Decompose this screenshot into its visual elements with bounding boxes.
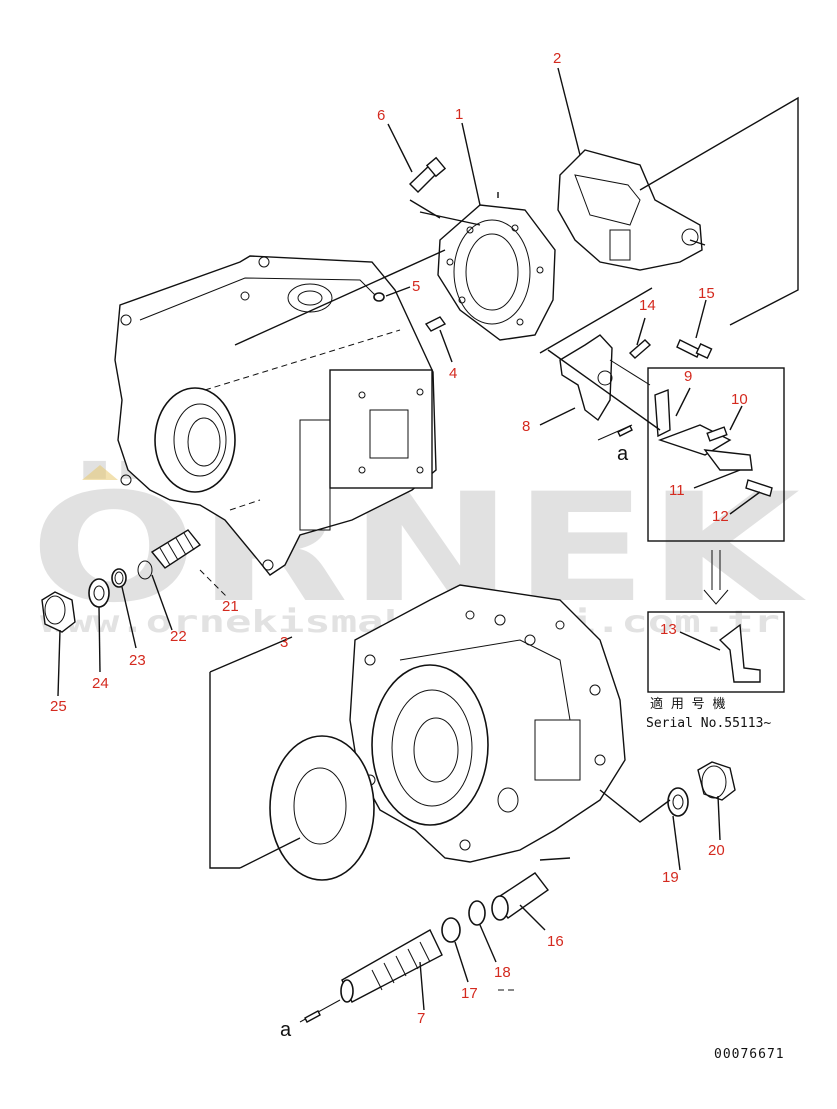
view-marker-upper	[597, 424, 633, 441]
pin-part-4	[424, 316, 447, 332]
callout-3: 3	[280, 634, 288, 651]
callout-6: 6	[377, 107, 385, 124]
callout-22: 22	[170, 628, 187, 645]
callout-8: 8	[522, 418, 530, 435]
adjusting-screw-part-7	[340, 929, 443, 1003]
nut-part-20	[697, 761, 736, 801]
end-cover-lower	[349, 584, 626, 863]
ring-part-22	[137, 560, 153, 580]
nut-part-25	[41, 591, 76, 633]
washer-part-24	[88, 578, 110, 608]
leader-lines-upper	[234, 67, 799, 651]
drawing-number: 00076671	[714, 1047, 785, 1062]
callout-13: 13	[660, 621, 677, 638]
callout-15: 15	[698, 285, 715, 302]
callout-16: 16	[547, 933, 564, 950]
cradle-ring-part-1	[437, 204, 556, 341]
view-marker-label-lower: a	[280, 1019, 292, 1041]
callout-23: 23	[129, 652, 146, 669]
callout-10: 10	[731, 391, 748, 408]
washer-part-19	[667, 787, 689, 817]
plug-part-16	[491, 872, 549, 921]
callout-5: 5	[412, 278, 420, 295]
serial-label-jp: 適 用 号 機	[650, 696, 725, 712]
bolt-part-15	[676, 339, 713, 359]
callout-11: 11	[669, 482, 685, 499]
swash-plate-part-2	[557, 149, 703, 271]
detail-box-9-12	[647, 367, 785, 542]
leader-lines-left	[57, 569, 229, 697]
callout-18: 18	[494, 964, 511, 981]
callout-2: 2	[553, 50, 561, 67]
serial-variant-box	[647, 550, 785, 693]
o-ring-part-5	[373, 292, 385, 302]
bolt-part-6	[408, 156, 447, 193]
callout-12: 12	[712, 508, 729, 525]
callout-25: 25	[50, 698, 67, 715]
view-marker-label-upper: a	[617, 443, 629, 465]
pin-part-14	[628, 339, 652, 359]
o-ring-part-18	[468, 900, 486, 926]
callout-24: 24	[92, 675, 109, 692]
callout-1: 1	[455, 106, 463, 123]
callout-17: 17	[461, 985, 478, 1002]
callout-19: 19	[662, 869, 679, 886]
callout-numbers: 1 2 3 4 5 6 7 8 9 10 11 12 13 14 15 16 1…	[50, 50, 748, 1027]
callout-7: 7	[417, 1010, 425, 1027]
callout-9: 9	[684, 368, 692, 385]
view-marker-lower	[299, 999, 341, 1023]
spring-part-21	[150, 529, 202, 569]
serial-number: Serial No.55113~	[646, 716, 771, 731]
callout-14: 14	[639, 297, 656, 314]
callout-4: 4	[449, 365, 457, 382]
watermark-accent	[82, 465, 118, 480]
leader-lines-lower	[419, 789, 721, 1011]
pump-case-upper	[114, 255, 437, 576]
valve-plate-part-3	[209, 636, 375, 881]
callout-20: 20	[708, 842, 725, 859]
o-ring-part-17	[441, 917, 461, 943]
ring-part-23	[111, 568, 127, 588]
callout-21: 21	[222, 598, 239, 615]
